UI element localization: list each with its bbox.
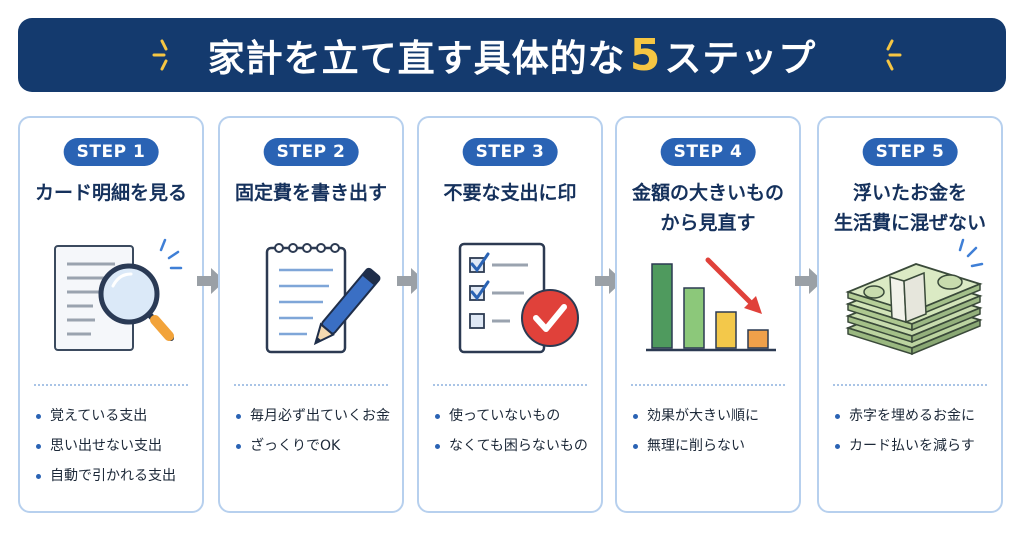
- divider: [631, 384, 785, 386]
- checklist-check-icon: [458, 242, 579, 354]
- divider: [34, 384, 188, 386]
- step-heading-line: カード明細を見る: [34, 182, 187, 204]
- step-bullets: 効果が大きい順に 無理に削らない: [633, 401, 793, 461]
- step-badge: STEP 5: [862, 138, 958, 166]
- bullet-item: 覚えている支出: [36, 401, 196, 431]
- step-heading-line: 固定費を書き出す: [234, 182, 387, 204]
- step-heading-line: 金額の大きいもの: [631, 182, 784, 204]
- bullet-item: 思い出せない支出: [36, 431, 196, 461]
- divider: [234, 384, 388, 386]
- step-heading: 不要な支出に印: [419, 178, 601, 208]
- step-heading-line: 浮いたお金を: [852, 182, 967, 204]
- bullet-item: 無理に削らない: [633, 431, 793, 461]
- title-banner: 家計を立て直す具体的な 5 ステップ: [18, 18, 1006, 92]
- bullet-item: なくても困らないもの: [435, 431, 595, 461]
- step-badge: STEP 3: [462, 138, 558, 166]
- arrow-right-icon: [795, 268, 823, 294]
- title-prefix: 家計を立て直す具体的な: [207, 37, 626, 80]
- step-heading: 浮いたお金を 生活費に混ぜない: [819, 178, 1001, 238]
- title-suffix: ステップ: [664, 37, 817, 80]
- step-badge: STEP 1: [63, 138, 159, 166]
- step-heading-line: 生活費に混ぜない: [833, 212, 986, 234]
- step-card-5: STEP 5 浮いたお金を 生活費に混ぜない 赤字を埋めるお金に カード払いを減…: [817, 116, 1003, 513]
- step-badge: STEP 2: [263, 138, 359, 166]
- step-badge: STEP 4: [660, 138, 756, 166]
- step-card-1: STEP 1 カード明細を見る 覚えている支出 思い出せない支出 自動で引かれる…: [18, 116, 204, 513]
- step-heading-line: から見直す: [660, 212, 756, 234]
- step-bullets: 使っていないもの なくても困らないもの: [435, 401, 595, 461]
- bullet-item: 毎月必ず出ていくお金: [236, 401, 396, 431]
- title-number: 5: [629, 29, 661, 81]
- step-card-3: STEP 3 不要な支出に印 使っていないもの なくても困らないもの: [417, 116, 603, 513]
- magnifying-glass-statement-icon: [54, 238, 183, 351]
- step-heading-line: 不要な支出に印: [443, 182, 577, 204]
- bullet-item: ざっくりでOK: [236, 431, 396, 461]
- divider: [433, 384, 587, 386]
- bullet-item: カード払いを減らす: [835, 431, 995, 461]
- step-heading: 金額の大きいもの から見直す: [617, 178, 799, 238]
- step-heading: カード明細を見る: [20, 178, 202, 208]
- money-stack-icon: [845, 238, 984, 356]
- bullet-item: 効果が大きい順に: [633, 401, 793, 431]
- notepad-pen-icon: [265, 243, 381, 354]
- bullet-item: 使っていないもの: [435, 401, 595, 431]
- sparkle-left-icon: [152, 39, 168, 71]
- bullet-item: 自動で引かれる支出: [36, 461, 196, 491]
- divider: [833, 384, 987, 386]
- bar-chart-down-arrow-icon: [646, 257, 776, 352]
- step-bullets: 覚えている支出 思い出せない支出 自動で引かれる支出: [36, 401, 196, 491]
- step-bullets: 毎月必ず出ていくお金 ざっくりでOK: [236, 401, 396, 461]
- bullet-item: 赤字を埋めるお金に: [835, 401, 995, 431]
- sparkle-right-icon: [886, 39, 902, 71]
- step-card-4: STEP 4 金額の大きいもの から見直す 効果が大きい順に 無理に削らない: [615, 116, 801, 513]
- step-heading: 固定費を書き出す: [220, 178, 402, 208]
- step-card-2: STEP 2 固定費を書き出す 毎月必ず出ていくお金 ざっくりでOK: [218, 116, 404, 513]
- step-bullets: 赤字を埋めるお金に カード払いを減らす: [835, 401, 995, 461]
